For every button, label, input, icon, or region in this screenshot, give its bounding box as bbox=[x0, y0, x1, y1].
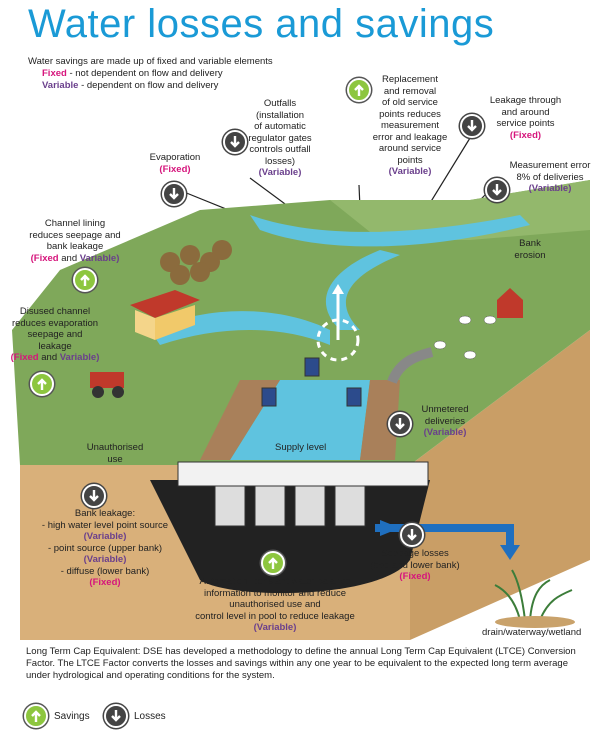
gate-bridge bbox=[177, 461, 429, 487]
legend-losses-label: Losses bbox=[134, 710, 166, 722]
label-bank-leakage: Bank leakage: - high water level point s… bbox=[41, 508, 169, 588]
tractor bbox=[90, 372, 124, 388]
losses-legend-icon bbox=[104, 704, 128, 728]
label-leakage-through: Leakage through and around service point… bbox=[489, 95, 562, 141]
seepage-losses-icon bbox=[400, 523, 424, 547]
intro-fixed-line: Fixed - not dependent on flow and delive… bbox=[28, 68, 273, 80]
leakage-through-losses-icon bbox=[460, 114, 484, 138]
legend-losses: Losses bbox=[104, 704, 166, 728]
evaporation-losses-icon bbox=[162, 182, 186, 206]
label-automation: Automation: constant water balance infor… bbox=[195, 576, 355, 633]
outfalls-losses-icon bbox=[223, 130, 247, 154]
soil-side bbox=[410, 330, 590, 640]
label-measurement-error: Measurement error 8% of deliveries (Vari… bbox=[509, 160, 591, 194]
house-roof bbox=[130, 290, 200, 318]
intro-line: Water savings are made up of fixed and v… bbox=[28, 56, 273, 67]
label-disused-channel: Disused channel reduces evaporation seep… bbox=[10, 306, 100, 363]
label-drain: drain/waterway/wetland bbox=[482, 627, 582, 638]
variable-word: Variable bbox=[42, 80, 79, 91]
automation-savings-icon bbox=[261, 551, 285, 575]
canal-upper bbox=[325, 250, 400, 330]
outlet-pipe bbox=[387, 347, 434, 385]
page-title: Water losses and savings bbox=[28, 2, 495, 46]
label-supply-level: Supply level bbox=[275, 442, 327, 453]
savings-legend-icon bbox=[24, 704, 48, 728]
label-outfalls: Outfalls (installation of automatic regu… bbox=[248, 98, 312, 178]
label-seepage: Seepage losses (bed and lower bank) (Fix… bbox=[370, 548, 460, 582]
wetland-plants bbox=[494, 569, 573, 621]
channel-lining-savings-icon bbox=[73, 268, 97, 292]
river-far bbox=[250, 215, 530, 247]
variable-desc: - dependent on flow and delivery bbox=[78, 80, 219, 91]
label-unmetered: Unmetered deliveries (Variable) bbox=[421, 404, 469, 438]
disused-channel-savings-icon bbox=[30, 372, 54, 396]
bank-leakage-losses-icon bbox=[82, 484, 106, 508]
legend-savings: Savings bbox=[24, 704, 90, 728]
ltce-footnote: Long Term Cap Equivalent: DSE has develo… bbox=[26, 646, 576, 681]
fixed-desc: - not dependent on flow and delivery bbox=[66, 68, 223, 79]
legend-savings-label: Savings bbox=[54, 710, 90, 722]
unmetered-losses-icon bbox=[388, 412, 412, 436]
label-unauthorised: Unauthorised use bbox=[86, 442, 144, 465]
measurement-error-losses-icon bbox=[485, 178, 509, 202]
intro: Water savings are made up of fixed and v… bbox=[28, 56, 273, 92]
intro-variable-line: Variable - dependent on flow and deliver… bbox=[28, 80, 273, 92]
label-channel-lining: Channel lining reduces seepage and bank … bbox=[29, 218, 121, 264]
replacement-savings-icon bbox=[347, 78, 371, 102]
main-channel bbox=[230, 380, 370, 460]
landscape-illustration bbox=[12, 137, 590, 640]
barn bbox=[497, 288, 523, 318]
fixed-word: Fixed bbox=[42, 68, 67, 79]
label-replacement: Replacement and removal of old service p… bbox=[372, 74, 448, 177]
label-evaporation: Evaporation (Fixed) bbox=[149, 152, 201, 175]
label-bank-erosion: Bank erosion bbox=[514, 238, 546, 261]
